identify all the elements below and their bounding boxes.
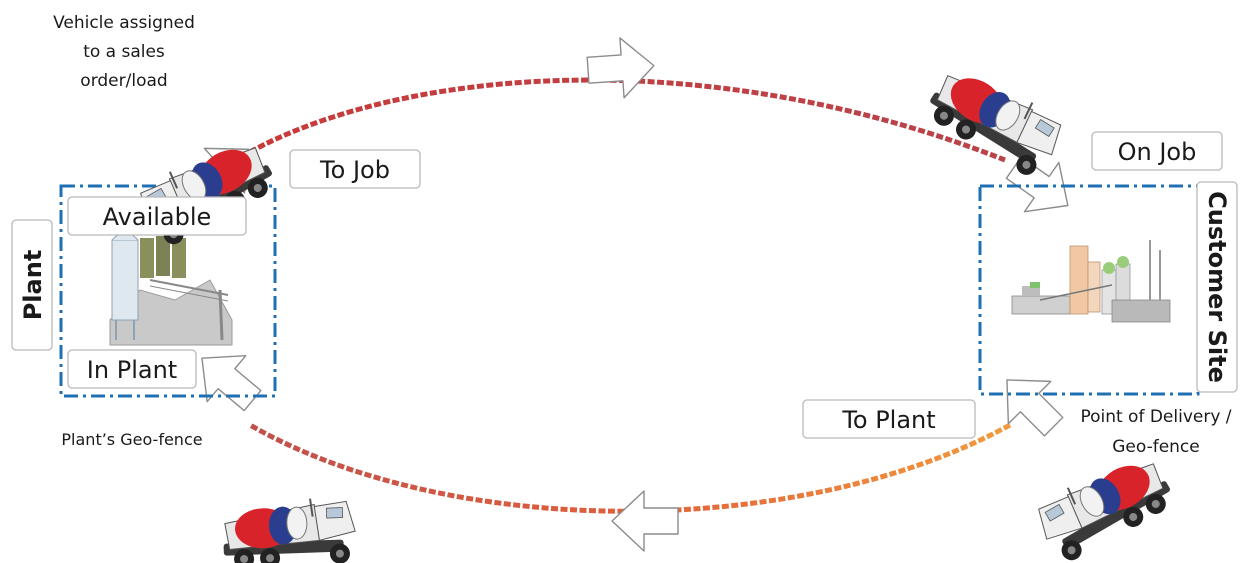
customer-site-label: Customer Site <box>1203 191 1231 383</box>
arrow-bottom-icon <box>611 490 679 552</box>
plant-geofence-box <box>59 184 277 398</box>
vehicle-assigned-line-1: Vehicle assigned <box>53 13 195 33</box>
to-job-label: To Job <box>319 156 390 184</box>
to-job-box <box>289 149 421 189</box>
truck-on-job-icon <box>920 54 1071 185</box>
path-to-job <box>248 77 1006 163</box>
vehicle-assigned-line-2: to a sales <box>83 42 165 62</box>
arrow-top-icon <box>585 35 657 101</box>
available-label: Available <box>103 203 212 231</box>
path-to-plant <box>248 422 1012 514</box>
customer-geofence-box <box>978 184 1200 396</box>
plants-geofence-label: Plant’s Geo-fence <box>61 430 202 449</box>
available-box <box>67 196 247 236</box>
on-job-label: On Job <box>1118 138 1197 166</box>
batch-plant-icon <box>109 232 233 346</box>
plant-box <box>11 219 53 351</box>
arrow-to-plant-icon <box>985 358 1076 449</box>
truck-delivery-icon <box>1028 442 1180 563</box>
customer-site-building-icon <box>1011 240 1171 323</box>
on-job-box <box>1091 131 1223 171</box>
truck-returning-icon <box>221 496 358 563</box>
point-of-delivery-line-1: Point of Delivery / <box>1080 407 1231 427</box>
point-of-delivery-line-2: Geo-fence <box>1112 437 1200 457</box>
in-plant-box <box>67 349 197 389</box>
vehicle-assigned-line-3: order/load <box>80 71 167 91</box>
in-plant-label: In Plant <box>87 356 177 384</box>
customer-site-box <box>1196 181 1238 393</box>
to-plant-label: To Plant <box>841 406 935 434</box>
plant-label: Plant <box>19 250 47 321</box>
to-plant-box <box>802 399 976 439</box>
